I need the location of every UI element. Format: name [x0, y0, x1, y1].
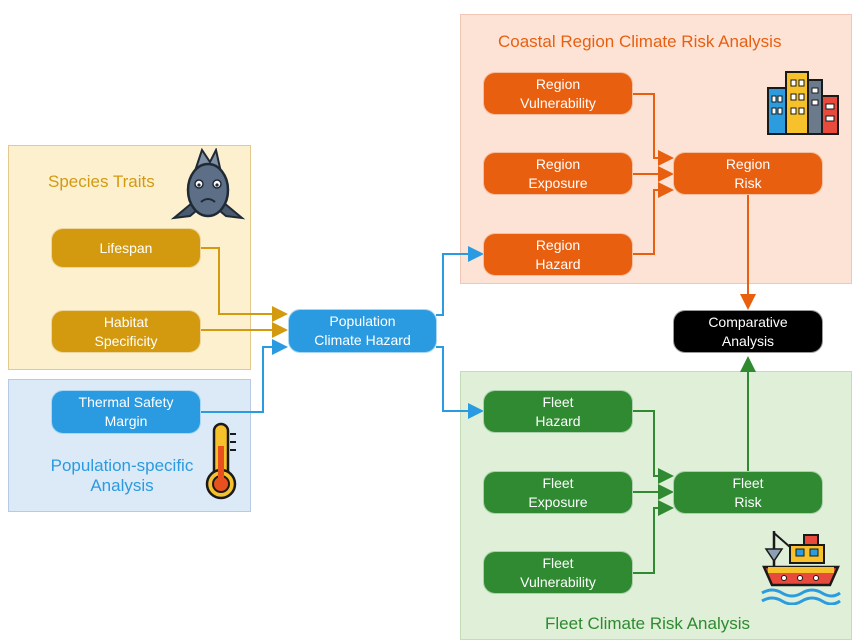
- city-buildings-icon: [767, 71, 839, 135]
- fish-icon: [170, 148, 246, 220]
- region-vulnerability-node[interactable]: Region Vulnerability: [483, 72, 633, 115]
- region-vulnerability-to-risk-arrow: [632, 93, 674, 166]
- comparative-analysis-node[interactable]: Comparative Analysis: [673, 310, 823, 353]
- lifespan-to-pop-hazard-arrow: [200, 247, 288, 322]
- fleet-risk-node[interactable]: Fleet Risk: [673, 471, 823, 514]
- thermometer-icon: [205, 422, 237, 500]
- thermal-to-pop-hazard-arrow: [200, 339, 288, 413]
- fleet-hazard-to-risk-arrow: [632, 410, 674, 484]
- region-exposure-node[interactable]: Region Exposure: [483, 152, 633, 195]
- population-analysis-title: Population-specific Analysis: [50, 456, 194, 495]
- fleet-vulnerability-node[interactable]: Fleet Vulnerability: [483, 551, 633, 594]
- thermal-safety-margin-node[interactable]: Thermal Safety Margin: [51, 390, 201, 434]
- fishing-boat-icon: [761, 531, 841, 605]
- fleet-exposure-node[interactable]: Fleet Exposure: [483, 471, 633, 514]
- fleet-vulnerability-to-risk-arrow: [632, 500, 674, 574]
- lifespan-node[interactable]: Lifespan: [51, 228, 201, 268]
- region-hazard-node[interactable]: Region Hazard: [483, 233, 633, 276]
- pop-hazard-to-region-hazard-arrow: [436, 246, 484, 316]
- fleet-hazard-node[interactable]: Fleet Hazard: [483, 390, 633, 433]
- population-climate-hazard-node[interactable]: Population Climate Hazard: [288, 309, 437, 353]
- pop-hazard-to-fleet-hazard-arrow: [436, 346, 484, 419]
- species-traits-title: Species Traits: [48, 172, 155, 191]
- habitat-specificity-node[interactable]: Habitat Specificity: [51, 310, 201, 353]
- coastal-risk-title: Coastal Region Climate Risk Analysis: [498, 32, 782, 51]
- region-risk-node[interactable]: Region Risk: [673, 152, 823, 195]
- fleet-risk-title: Fleet Climate Risk Analysis: [545, 614, 751, 633]
- region-hazard-to-risk-arrow: [632, 182, 674, 255]
